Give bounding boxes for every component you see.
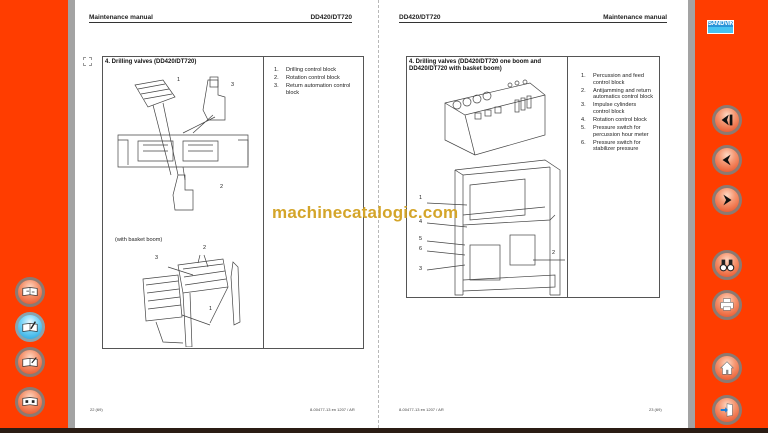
document-viewer: Maintenance manual DD420/DT720 4. Drilli… [75,0,688,428]
running-header: Maintenance manual DD420/DT720 [89,14,352,23]
binoculars-icon [719,259,735,272]
page-number: 22 (69) [90,407,103,412]
legend-item: 3.Return automation control block [274,83,351,96]
legend-item: 2.Rotation control block [274,75,340,82]
chevron-right-icon [723,194,732,206]
sandvik-logo: SANDVIK [707,20,734,34]
page-divider [378,0,379,428]
document-code: 8-00477-13 en 1207 / AR [399,407,444,412]
column-divider [263,57,264,348]
first-page-icon [721,114,733,126]
book-arrows-icon [22,287,38,297]
page-number: 23 (69) [649,407,662,412]
control-panel-valves-diagram [426,79,565,296]
watermark-text: machinecatalogic.com [272,203,459,222]
book-pen-icon [22,357,38,367]
right-page: DD420/DT720 Maintenance manual 4. Drilli… [379,0,688,428]
previous-page-button[interactable] [712,145,742,175]
printer-icon [720,298,734,311]
book-pencil-icon [22,321,38,332]
chevron-left-icon [722,154,731,166]
callout-4: 4 [419,219,423,225]
legend-item: 4.Rotation control block [581,117,647,124]
book-link-button[interactable] [15,387,45,417]
figure-frame: 4. Drilling valves (DD420/DT720) 1 3 2 [102,56,364,349]
running-header: DD420/DT720 Maintenance manual [399,14,667,23]
print-button[interactable] [712,290,742,320]
legend-item: 1.Percussion and feed control block [581,73,644,86]
logo-text: SANDVIK [708,21,734,27]
selection-marquee [83,57,92,66]
callout-6: 6 [419,246,423,252]
callout-1: 1 [209,306,213,312]
drilling-valves-diagram [117,76,249,211]
right-scroll-strip [688,0,695,433]
legend-item: 5.Pressure switch for percussion hour me… [581,125,649,138]
exit-door-icon [720,403,733,417]
home-button[interactable] [712,353,742,383]
search-button[interactable] [712,250,742,280]
bottom-bar [0,428,768,433]
next-page-button[interactable] [712,185,742,215]
callout-2: 2 [220,184,224,190]
left-scroll-strip [68,0,75,433]
exit-button[interactable] [712,395,742,425]
basket-boom-diagram [142,254,241,347]
callout-2: 2 [203,245,207,251]
header-right: DD420/DT720 [310,14,352,21]
book-navigate-button[interactable] [15,277,45,307]
book-link-icon [22,397,38,407]
column-divider [567,57,568,297]
header-left: DD420/DT720 [399,14,441,21]
legend-item: 1.Drilling control block [274,67,337,73]
first-page-button[interactable] [712,105,742,135]
legend-item: 6.Pressure switch for stabilizer pressur… [581,139,641,153]
legend-item: 2.Antijamming and return automatics cont… [581,87,654,101]
left-page: Maintenance manual DD420/DT720 4. Drilli… [75,0,378,428]
callout-1: 1 [419,195,423,201]
book-annotate-button[interactable] [15,347,45,377]
document-code: 8-00477-13 en 1207 / AR [310,407,355,412]
callout-1: 1 [177,77,181,83]
callout-2: 2 [552,250,556,256]
header-right: Maintenance manual [603,14,667,21]
callout-3: 3 [419,266,423,272]
callout-5: 5 [419,236,423,242]
book-edit-button[interactable] [15,312,45,342]
legend-item: 3.Impulse cylinders control block [581,102,637,115]
figure-frame: 4. Drilling valves (DD420/DT720 one boom… [406,56,660,298]
home-icon [720,361,734,375]
callout-3: 3 [231,82,235,88]
legend-list: 1.Percussion and feed control block 2.An… [581,73,653,155]
header-left: Maintenance manual [89,14,153,21]
section-title: 4. Drilling valves (DD420/DT720) [105,59,197,65]
legend-list: 1.Drilling control block 2.Rotation cont… [274,67,354,98]
callout-3: 3 [155,255,159,261]
logo-band [708,27,733,33]
figure-caption: (with basket boom) [115,237,163,243]
section-title: 4. Drilling valves (DD420/DT720 one boom… [409,59,542,72]
